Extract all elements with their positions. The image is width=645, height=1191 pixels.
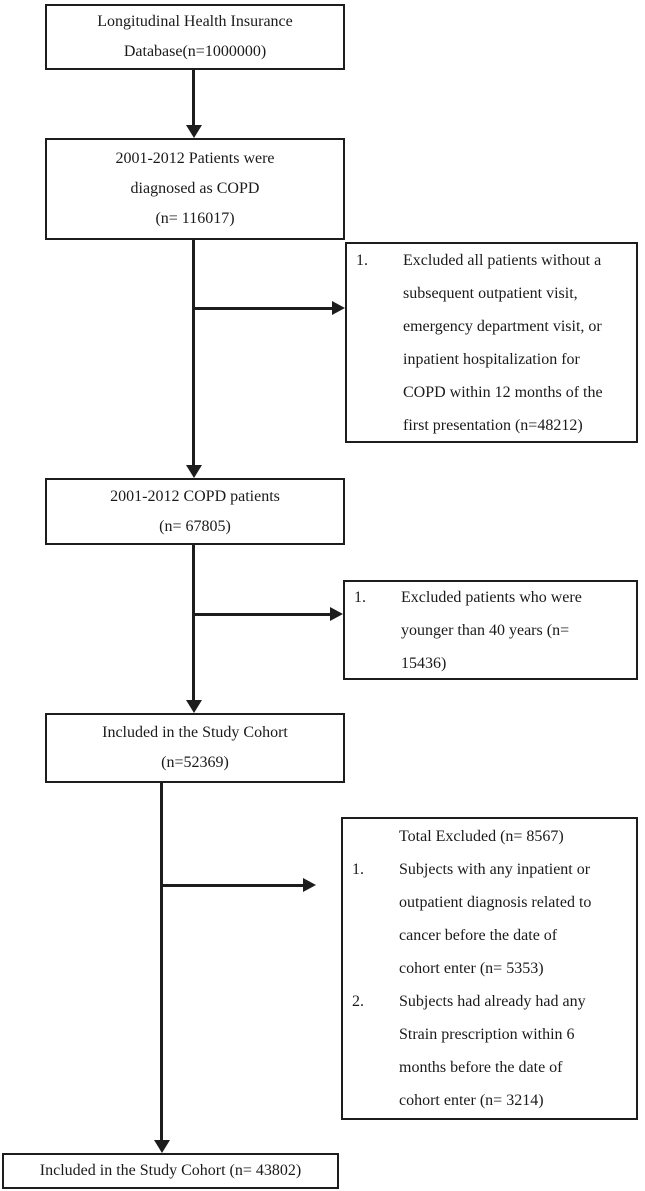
arrowhead-down-icon — [186, 125, 202, 138]
exclusion-item: 2. Subjects had already had any Strain p… — [343, 985, 636, 1117]
exclusion-item-number: 2. — [352, 993, 364, 1010]
arrowhead-down-icon — [154, 1140, 170, 1153]
exclusion-item: 1. Excluded patients who were younger th… — [345, 581, 636, 680]
box-diagnosed-copd: 2001-2012 Patients were diagnosed as COP… — [45, 138, 345, 240]
exclusion-item-number: 1. — [352, 861, 364, 878]
branch-to-excluded-no-followup — [193, 307, 332, 310]
box-copd-patients: 2001-2012 COPD patients (n= 67805) — [45, 478, 345, 545]
connector-cohort-to-final — [160, 783, 163, 1142]
arrowhead-right-icon — [332, 301, 345, 315]
total-excluded-heading: Total Excluded (n= 8567) — [399, 828, 564, 845]
arrowhead-right-icon — [330, 607, 343, 621]
exclusion-item-text: Excluded all patients without a subseque… — [403, 251, 603, 434]
branch-to-excluded-age — [193, 613, 330, 616]
box-copd-patients-text: 2001-2012 COPD patients (n= 67805) — [110, 487, 280, 535]
exclusion-item-text: Subjects had already had any Strain pres… — [399, 993, 586, 1109]
box-excluded-age: 1. Excluded patients who were younger th… — [343, 580, 638, 680]
box-database-text: Longitudinal Health Insurance Database(n… — [97, 13, 293, 60]
exclusion-item-number: 1. — [356, 251, 368, 269]
box-total-excluded: Total Excluded (n= 8567) 1. Subjects wit… — [341, 817, 638, 1120]
connector-database-to-diagnosed — [192, 70, 195, 127]
exclusion-item-text: Excluded patients who were younger than … — [401, 588, 582, 672]
box-final-cohort-text: Included in the Study Cohort (n= 43802) — [39, 1162, 302, 1179]
box-database: Longitudinal Health Insurance Database(n… — [45, 4, 345, 70]
arrowhead-down-icon — [186, 700, 202, 713]
branch-to-total-excluded — [160, 884, 303, 887]
connector-diagnosed-to-copd — [192, 240, 195, 467]
box-study-cohort-text: Included in the Study Cohort (n=52369) — [102, 724, 288, 771]
exclusion-item-text: Subjects with any inpatient or outpatien… — [399, 861, 592, 977]
exclusion-item: 1. Subjects with any inpatient or outpat… — [343, 853, 636, 985]
box-excluded-no-followup: 1. Excluded all patients without a subse… — [345, 242, 638, 443]
arrowhead-right-icon — [303, 878, 316, 892]
connector-copd-to-cohort — [192, 545, 195, 702]
arrowhead-down-icon — [186, 465, 202, 478]
box-diagnosed-copd-text: 2001-2012 Patients were diagnosed as COP… — [115, 150, 275, 227]
exclusion-item: 1. Excluded all patients without a subse… — [347, 244, 636, 442]
box-study-cohort: Included in the Study Cohort (n=52369) — [45, 713, 345, 783]
exclusion-item-number: 1. — [354, 588, 366, 606]
box-final-cohort: Included in the Study Cohort (n= 43802) — [2, 1153, 339, 1189]
